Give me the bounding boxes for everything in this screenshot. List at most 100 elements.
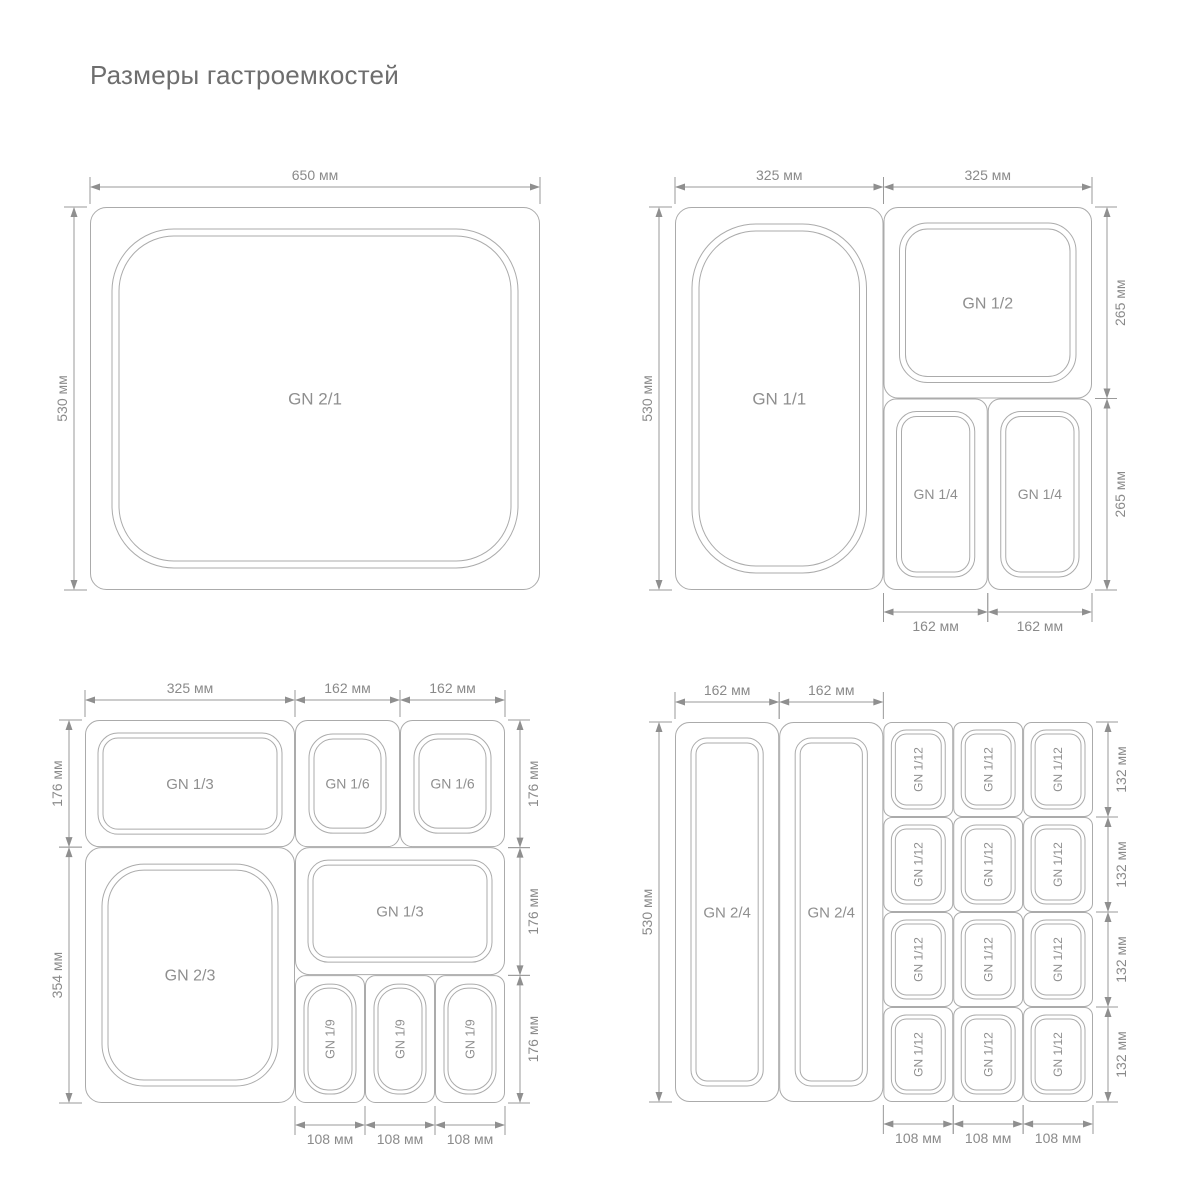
dimension-label: 162 мм [429, 680, 476, 696]
dimension-bottom-108-8: 108 мм [294, 1106, 366, 1147]
dimension-label: 108 мм [1035, 1130, 1082, 1146]
dimension-bottom-162-6: 162 мм [987, 593, 1093, 634]
dimension-bottom-108-9: 108 мм [1022, 1105, 1094, 1146]
container-inner-outline [890, 919, 946, 1000]
container-gn-1-12: GN 1/12 [953, 722, 1024, 817]
container-inner-outline-2 [964, 923, 1012, 996]
container-gn-2-4: GN 2/4 [675, 722, 780, 1102]
arrowhead-icon [1104, 997, 1112, 1007]
arrowhead-icon [1082, 183, 1092, 191]
arrowhead-icon [675, 698, 685, 706]
dimension-bottom-108-7: 108 мм [882, 1105, 954, 1146]
container-tile-outline [675, 207, 884, 590]
dimension-left-176-3: 176 мм [49, 719, 82, 848]
container-inner-outline-2 [447, 987, 493, 1091]
container-inner-outline [373, 983, 427, 1095]
container-inner-outline [303, 983, 357, 1095]
container-tile-outline [295, 847, 505, 976]
container-inner-outline-2 [118, 235, 512, 562]
dimension-bottom-108-9: 108 мм [364, 1106, 436, 1147]
container-label: GN 1/12 [911, 842, 925, 887]
container-inner-outline [691, 223, 867, 574]
container-label: GN 1/4 [1018, 486, 1063, 502]
arrowhead-icon [495, 696, 505, 704]
page-title: Размеры гастроемкостей [90, 60, 399, 90]
dimension-label: 162 мм [1017, 618, 1064, 634]
container-inner-outline [960, 729, 1016, 810]
container-label: GN 1/6 [325, 775, 370, 791]
container-label: GN 1/9 [463, 1019, 477, 1059]
arrowhead-icon [655, 722, 663, 732]
container-label: GN 1/12 [981, 842, 995, 887]
container-gn-1-12: GN 1/12 [883, 912, 954, 1007]
dimension-label: 132 мм [1113, 841, 1129, 888]
container-inner-outline [960, 919, 1016, 1000]
arrowhead-icon [65, 847, 73, 858]
container-inner-outline-2 [799, 742, 863, 1082]
container-inner-outline-2 [307, 987, 353, 1091]
dimension-right-265-4: 265 мм [1095, 398, 1128, 591]
container-tile-outline [883, 398, 988, 590]
arrowhead-icon [977, 608, 988, 616]
container-gn-1-1: GN 1/1 [675, 207, 884, 590]
dimension-label: 132 мм [1113, 936, 1129, 983]
container-gn-1-12: GN 1/12 [1023, 722, 1093, 817]
container-inner-outline-2 [901, 416, 971, 573]
arrowhead-icon [516, 965, 524, 976]
container-tile-outline [953, 817, 1024, 912]
dimension-top-162-2: 162 мм [399, 680, 506, 717]
container-tile-outline [883, 912, 954, 1007]
arrowhead-icon [1104, 722, 1112, 732]
dimension-right-176-5: 176 мм [508, 719, 541, 849]
container-inner-outline-2 [964, 1018, 1012, 1091]
container-inner-outline [443, 983, 497, 1095]
arrowhead-icon [295, 1121, 305, 1129]
container-inner-outline [899, 222, 1077, 383]
arrowhead-icon [364, 1121, 375, 1129]
dimension-label: 162 мм [912, 618, 959, 634]
dimension-bottom-108-10: 108 мм [434, 1106, 506, 1147]
arrowhead-icon [516, 975, 524, 986]
container-inner-outline-2 [418, 738, 487, 829]
dimension-label: 354 мм [49, 952, 65, 999]
dimension-label: 108 мм [447, 1131, 494, 1147]
container-label: GN 2/3 [165, 968, 216, 985]
container-gn-1-4: GN 1/4 [987, 398, 1092, 590]
container-gn-1-2: GN 1/2 [883, 207, 1092, 399]
dimension-label: 325 мм [756, 167, 803, 183]
container-gn-1-9: GN 1/9 [295, 975, 365, 1104]
container-label: GN 1/12 [911, 1032, 925, 1077]
container-gn-1-9: GN 1/9 [364, 975, 436, 1104]
container-inner-outline-2 [107, 869, 273, 1081]
dimension-label: 162 мм [808, 682, 855, 698]
arrowhead-icon [400, 696, 410, 704]
container-gn-1-6: GN 1/6 [400, 720, 505, 848]
container-inner-outline [890, 729, 946, 810]
container-inner-outline-2 [1034, 1018, 1082, 1091]
arrowhead-icon [516, 837, 524, 848]
container-gn-1-4: GN 1/4 [883, 398, 988, 590]
arrowhead-icon [883, 1120, 894, 1128]
container-inner-outline-2 [905, 228, 1071, 377]
container-inner-outline-2 [964, 733, 1012, 806]
dimension-label: 108 мм [307, 1131, 354, 1147]
container-inner-outline [690, 737, 764, 1087]
container-inner-outline [1030, 1014, 1086, 1095]
container-inner-outline [101, 863, 279, 1087]
arrowhead-icon [1103, 580, 1111, 590]
container-tile-outline [400, 720, 505, 848]
container-tile-outline [85, 847, 295, 1103]
arrowhead-icon [1103, 207, 1111, 217]
container-label: GN 1/2 [962, 295, 1013, 312]
container-label: GN 1/3 [166, 776, 214, 793]
arrowhead-icon [1104, 912, 1112, 922]
container-inner-outline [890, 1014, 946, 1095]
container-tile-outline [435, 975, 506, 1104]
dimension-label: 530 мм [639, 889, 655, 936]
arrowhead-icon [769, 698, 780, 706]
container-tile-outline [953, 722, 1024, 817]
container-inner-outline [111, 228, 519, 569]
container-label: GN 1/1 [752, 389, 806, 408]
container-tile-outline [883, 207, 1092, 399]
